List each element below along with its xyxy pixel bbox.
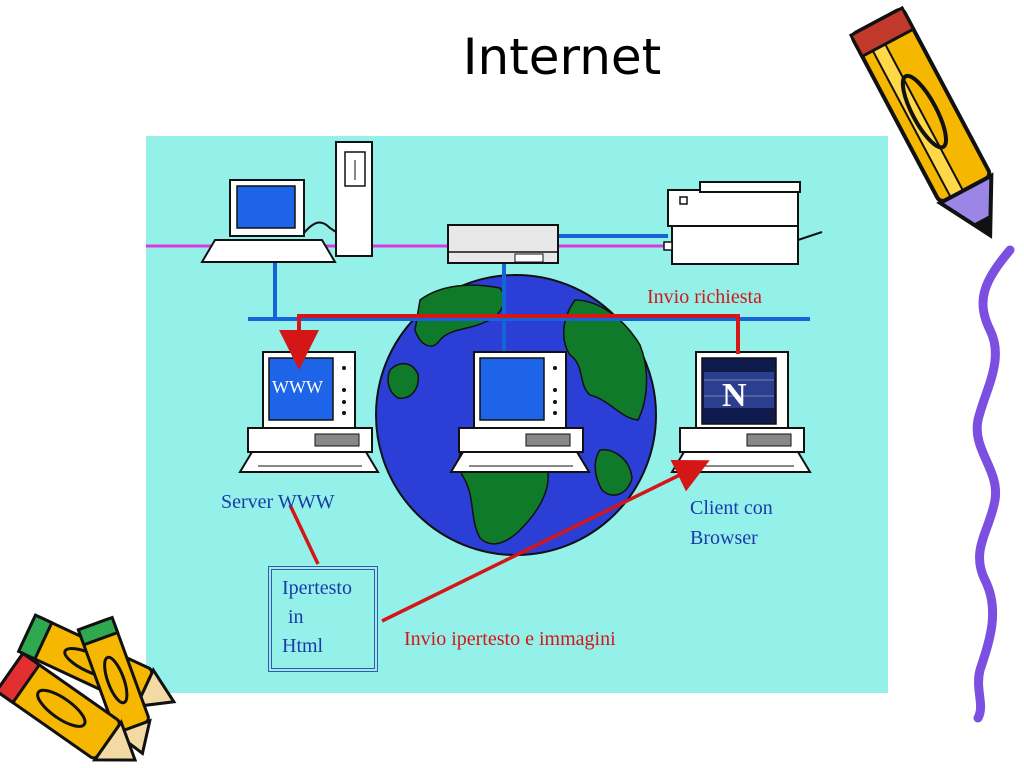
network-lines <box>248 234 810 352</box>
network-hub <box>447 224 559 264</box>
pencils-bottom-left-icon <box>0 613 177 762</box>
hypertext-document-content: Ipertesto in Html <box>271 569 375 669</box>
response-label: Invio ipertesto e immagini <box>404 628 616 650</box>
document-line-1: Ipertesto <box>282 577 352 599</box>
client-label-line2: Browser <box>690 527 758 549</box>
browser-logo-icon: N <box>722 377 747 414</box>
server-screen-text: WWW <box>272 377 323 397</box>
server-label: Server WWW <box>221 491 335 513</box>
document-line-3: Html <box>282 635 324 657</box>
hypertext-document-box: Ipertesto in Html <box>268 566 378 672</box>
middle-computer <box>449 351 591 473</box>
printer-icon <box>663 181 823 265</box>
server-computer: WWW <box>238 351 380 473</box>
server-to-document-line <box>288 504 320 565</box>
workstation-top-left <box>200 141 373 263</box>
client-label-line1: Client con <box>690 497 773 519</box>
request-label: Invio richiesta <box>647 286 762 308</box>
client-computer: N <box>670 351 812 473</box>
response-arrow <box>381 459 710 623</box>
request-arrow <box>279 314 740 370</box>
slide-title: Internet <box>462 28 662 86</box>
document-line-2: in <box>288 606 304 628</box>
pencil-top-right-icon <box>848 5 994 239</box>
wavy-border-decoration <box>972 245 1015 723</box>
